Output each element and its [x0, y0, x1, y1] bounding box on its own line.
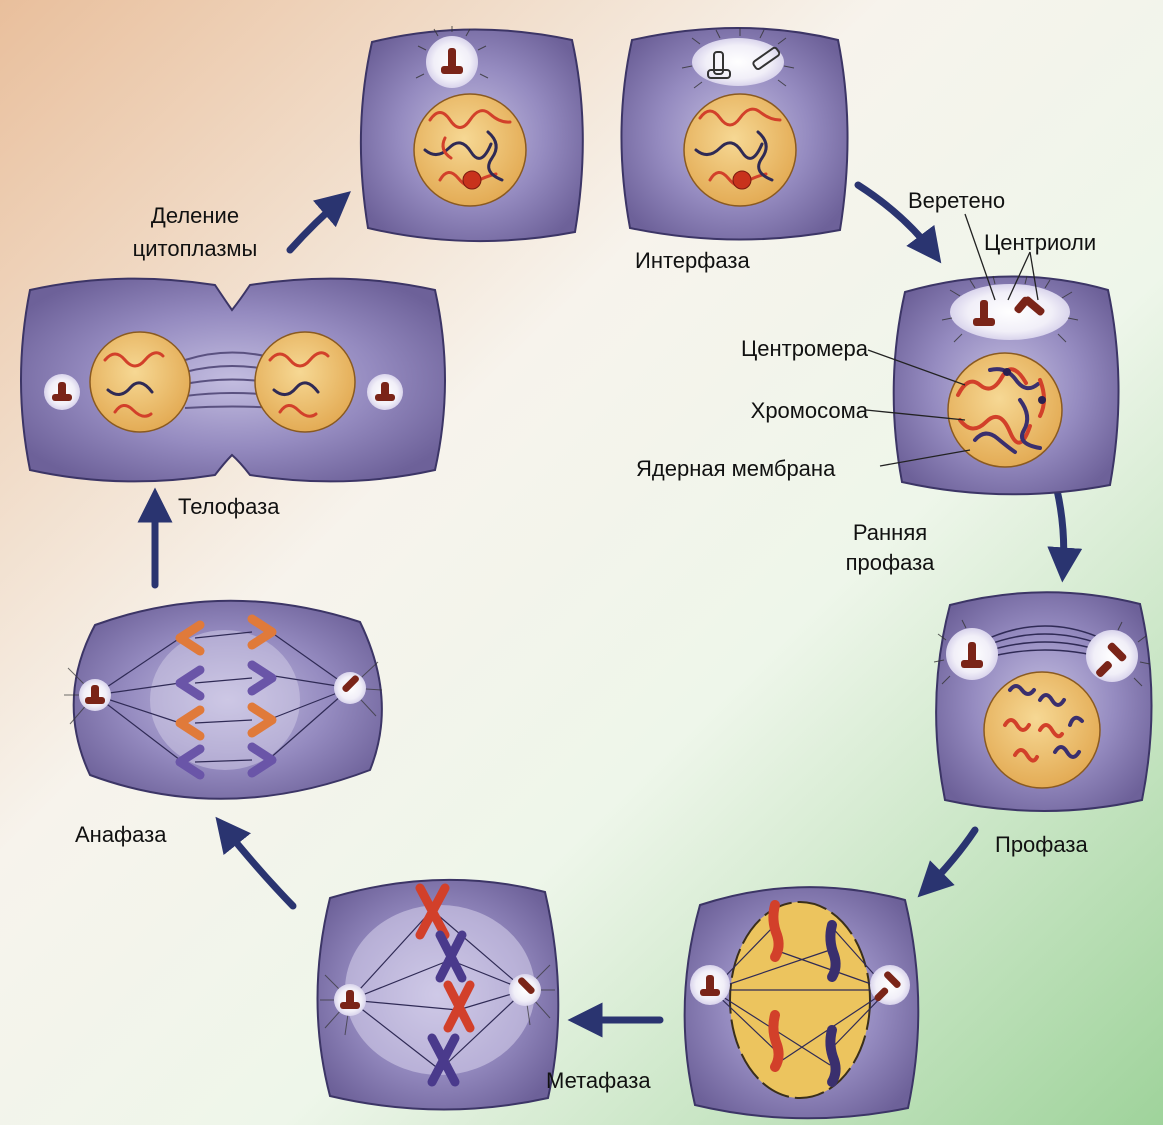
label-cytokinesis-line2: цитоплазмы — [110, 236, 280, 262]
label-centrioles: Центриоли — [984, 230, 1096, 256]
nucleolus — [463, 171, 481, 189]
label-centromere: Центромера — [690, 336, 868, 362]
metaphase-cell — [685, 887, 919, 1118]
label-cytokinesis-line1: Деление — [110, 203, 280, 229]
label-spindle: Веретено — [908, 188, 1005, 214]
metaphase-plate-cell — [318, 880, 559, 1110]
centrosome-right — [870, 965, 910, 1005]
label-chromosome: Хромосома — [690, 398, 868, 424]
dissolving-nucleus — [730, 902, 870, 1098]
centrosome-left — [690, 965, 730, 1005]
label-prophase: Профаза — [995, 832, 1088, 858]
label-interphase: Интерфаза — [635, 248, 750, 274]
label-telophase: Телофаза — [178, 494, 279, 520]
interphase-cell — [621, 28, 847, 240]
early-prophase-cell — [894, 276, 1119, 494]
centrosome-left — [44, 374, 80, 410]
prophase-cell — [934, 592, 1152, 811]
anaphase-cell — [64, 601, 382, 799]
daughter-cell — [361, 26, 583, 241]
label-early-prophase-line1: Ранняя — [820, 520, 960, 546]
telophase-cell — [21, 279, 445, 482]
label-early-prophase-line2: профаза — [820, 550, 960, 576]
label-nuclear-membrane: Ядерная мембрана — [636, 456, 835, 482]
label-anaphase: Анафаза — [75, 822, 166, 848]
nucleolus — [733, 171, 751, 189]
centrosome-right — [367, 374, 403, 410]
label-metaphase: Метафаза — [546, 1068, 651, 1094]
